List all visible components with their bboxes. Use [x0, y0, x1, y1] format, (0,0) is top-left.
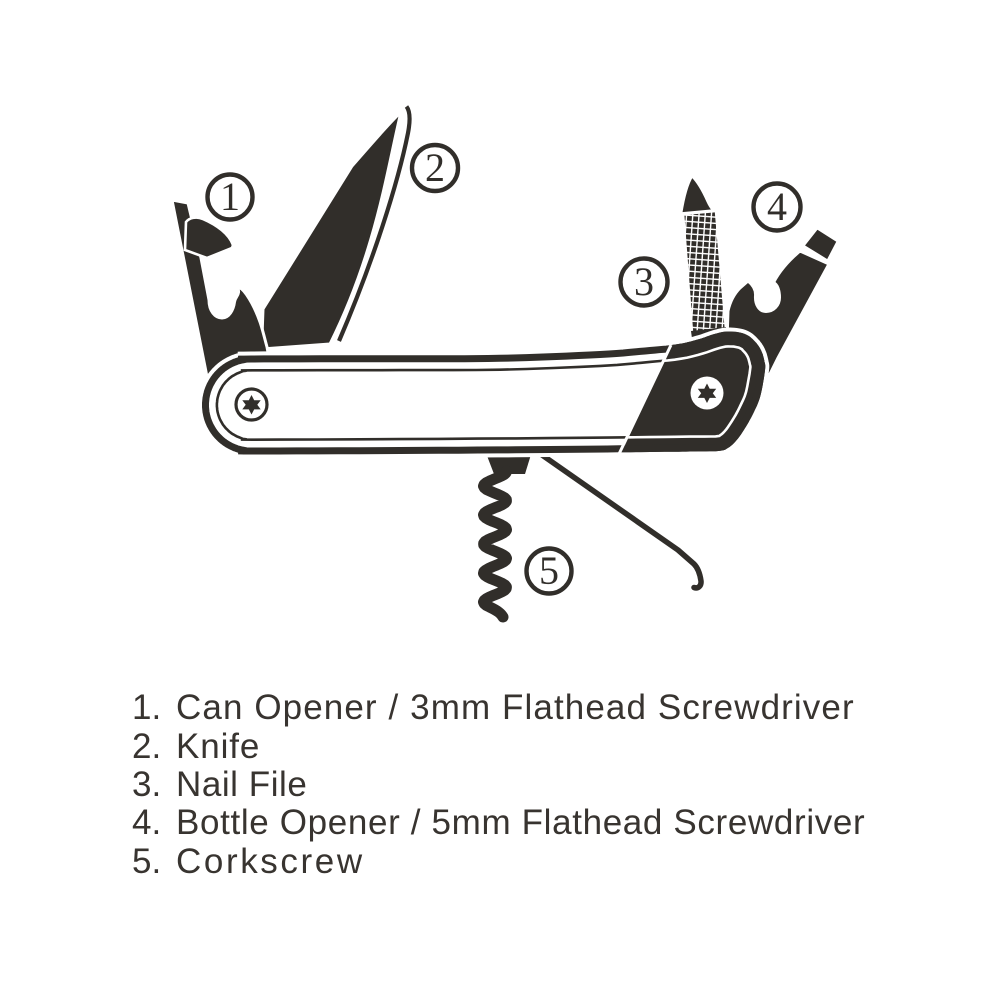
svg-text:1: 1	[220, 174, 240, 219]
svg-text:2: 2	[425, 145, 445, 190]
svg-text:5: 5	[539, 548, 559, 593]
svg-text:4: 4	[767, 184, 787, 229]
svg-text:3: 3	[634, 259, 654, 304]
